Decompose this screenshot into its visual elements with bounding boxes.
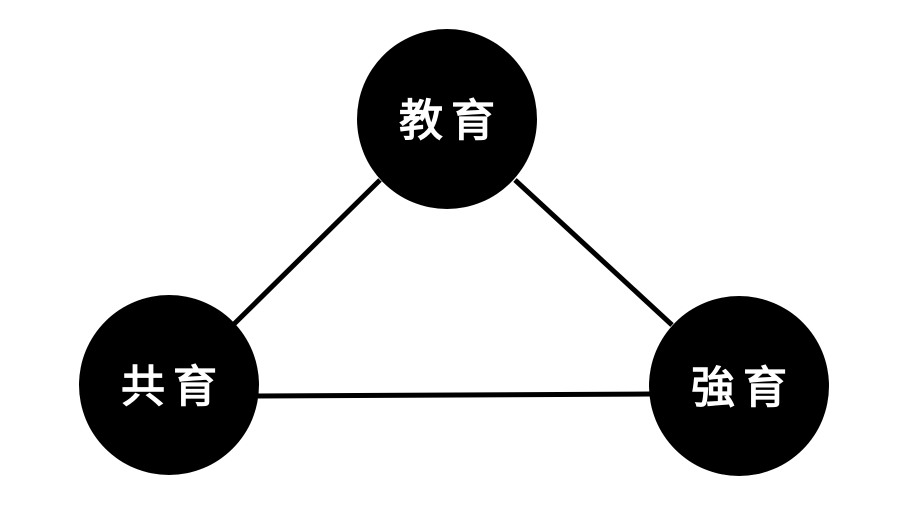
- node-left-label: 共育: [121, 362, 225, 413]
- node-right-circle: [649, 296, 829, 476]
- node-left-circle: [79, 295, 259, 475]
- node-top-circle: [357, 29, 537, 209]
- node-right: 強育: [649, 296, 829, 476]
- node-top: 教育: [357, 29, 537, 209]
- node-left: 共育: [79, 295, 259, 475]
- edge-left-right: [257, 391, 651, 399]
- edge-top-right: [513, 178, 674, 327]
- node-right-label: 強育: [691, 363, 795, 414]
- edge-top-left: [228, 178, 382, 330]
- node-top-label: 教育: [399, 96, 503, 147]
